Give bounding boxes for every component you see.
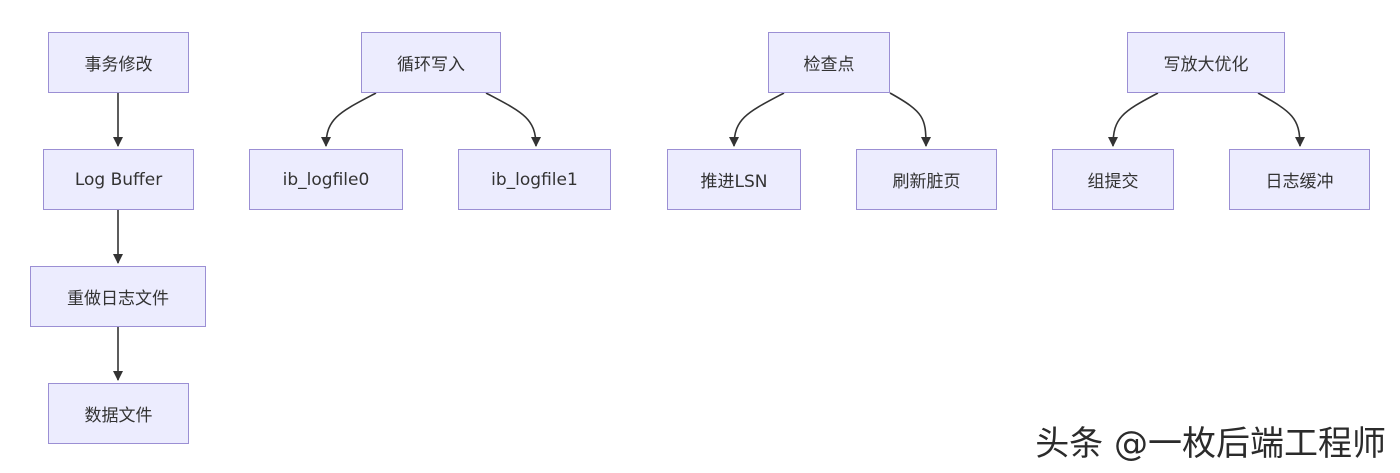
node-write-amplification-optimization: 写放大优化 <box>1127 32 1285 93</box>
node-circular-write: 循环写入 <box>361 32 501 93</box>
node-redo-log-file: 重做日志文件 <box>30 266 206 327</box>
node-group-commit: 组提交 <box>1052 149 1174 210</box>
watermark-text: 头条 @一枚后端工程师 <box>1035 424 1386 464</box>
node-advance-lsn: 推进LSN <box>667 149 801 210</box>
node-log-buffering: 日志缓冲 <box>1229 149 1370 210</box>
edge-writeopt-logbuffering <box>1257 92 1305 147</box>
node-flush-dirty-pages: 刷新脏页 <box>856 149 997 210</box>
node-log-buffer: Log Buffer <box>43 149 194 210</box>
node-ib-logfile0: ib_logfile0 <box>249 149 403 210</box>
edge-checkpoint-flush <box>889 92 931 147</box>
node-data-file: 数据文件 <box>48 383 189 444</box>
edge-circular-lf1 <box>485 92 541 147</box>
edge-circular-lf0 <box>321 92 377 147</box>
node-ib-logfile1: ib_logfile1 <box>458 149 611 210</box>
node-checkpoint: 检查点 <box>768 32 890 93</box>
edge-writeopt-group <box>1108 92 1159 147</box>
edge-checkpoint-lsn <box>729 92 785 147</box>
node-transaction-modify: 事务修改 <box>48 32 189 93</box>
